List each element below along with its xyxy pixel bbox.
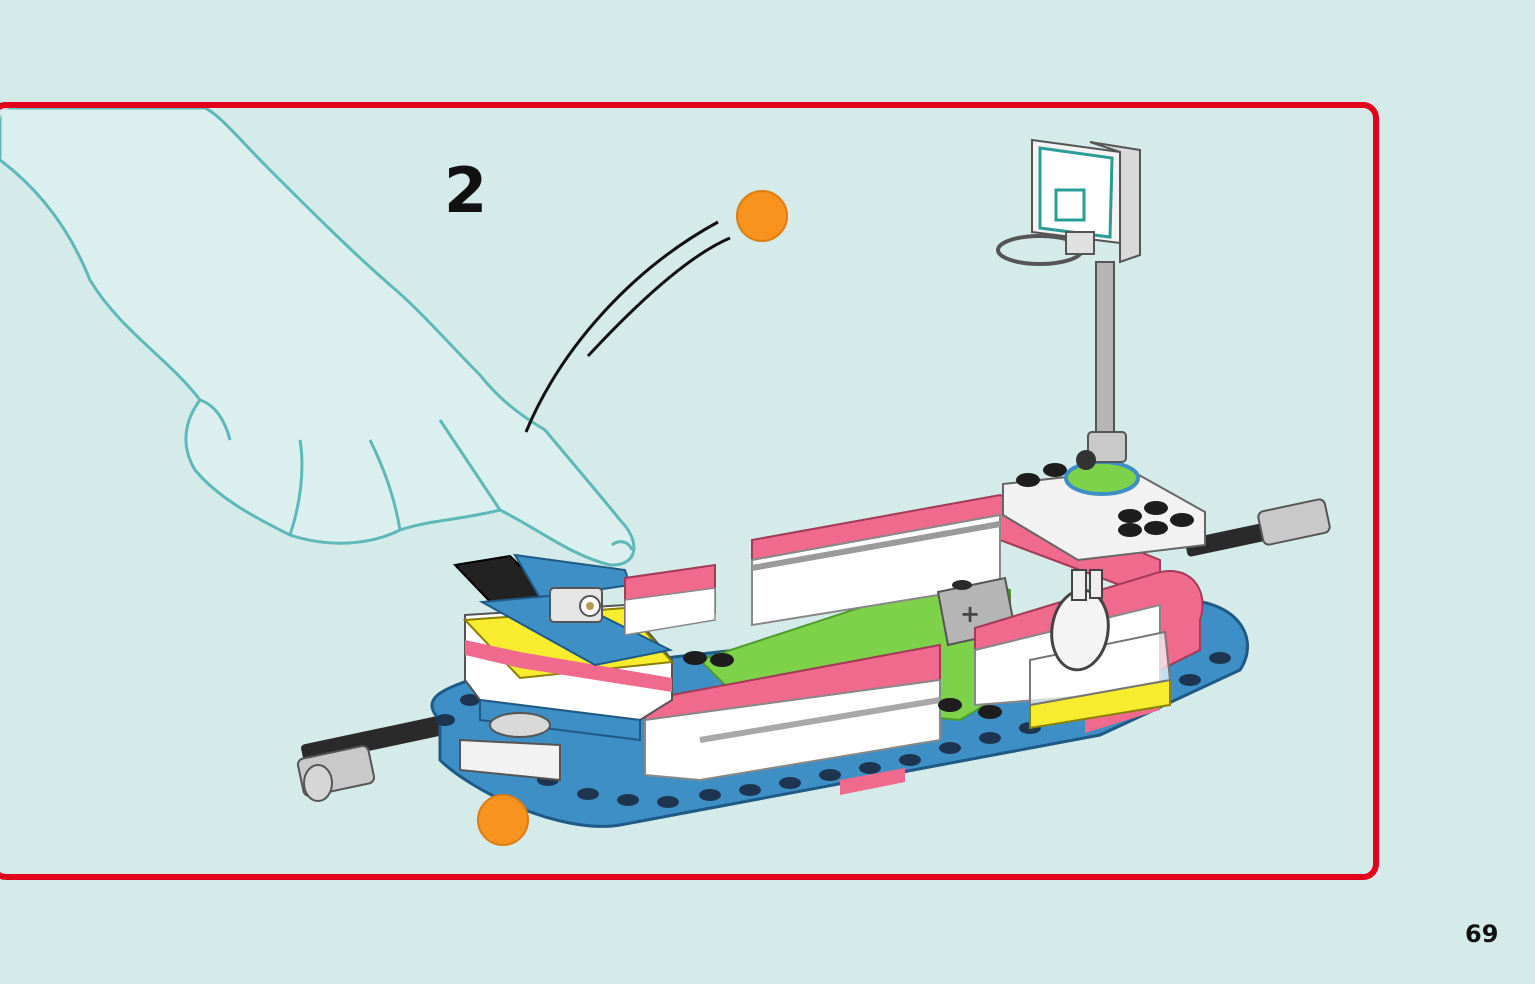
step-number: 2 — [444, 154, 488, 227]
ball-trajectory — [524, 220, 731, 433]
svg-text:+: + — [960, 600, 980, 628]
page-number: 69 — [1465, 920, 1499, 948]
basketball-hoop-icon — [996, 138, 1141, 470]
ball-icon — [736, 190, 788, 242]
tennis-racket-icon — [1050, 569, 1110, 672]
hand-icon — [0, 108, 636, 567]
axle-right — [1185, 498, 1331, 557]
ball-on-ground — [477, 794, 529, 846]
